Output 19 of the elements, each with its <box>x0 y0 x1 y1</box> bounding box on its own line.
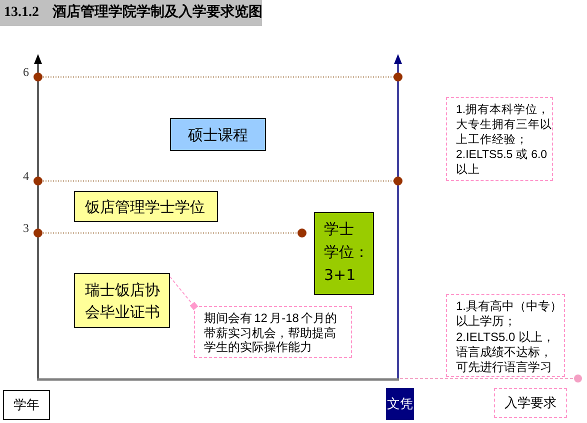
note-box <box>446 294 565 377</box>
program-box: 饭店管理学士学位 <box>74 191 218 222</box>
program-box: 学士学位：3+1 <box>314 212 374 295</box>
program-box: 硕士课程 <box>170 118 266 151</box>
title: 13.1.2 酒店管理学院学制及入学要求览图 <box>0 0 262 26</box>
tick-label: 3 <box>23 221 29 235</box>
axis-title-box: 文凭 <box>386 388 414 420</box>
tick-label: 4 <box>23 169 29 183</box>
note-text: 1.具有高中（中专）以上学历； <box>456 299 563 330</box>
note-text: 2.IELTS5.5 或 6.0 以上 <box>456 148 548 178</box>
callout-box: 期间会有 12 月-18 个月的带薪实习机会，帮助提高学生的实际操作能力 <box>194 306 352 358</box>
certificate-box: 瑞士饭店协会毕业证书 <box>74 273 170 328</box>
note-box <box>446 97 553 181</box>
axis-title-box: 入学要求 <box>494 388 567 418</box>
leader-line <box>170 276 198 310</box>
tick-label: 6 <box>23 65 29 79</box>
note-text: 1.拥有本科学位，大专生拥有三年以上工作经验； <box>456 103 552 148</box>
axis-title-box: 学年 <box>3 390 50 420</box>
note-text: 2.IELTS5.0 以上，语言成绩不达标，可先进行语言学习 <box>456 330 556 376</box>
